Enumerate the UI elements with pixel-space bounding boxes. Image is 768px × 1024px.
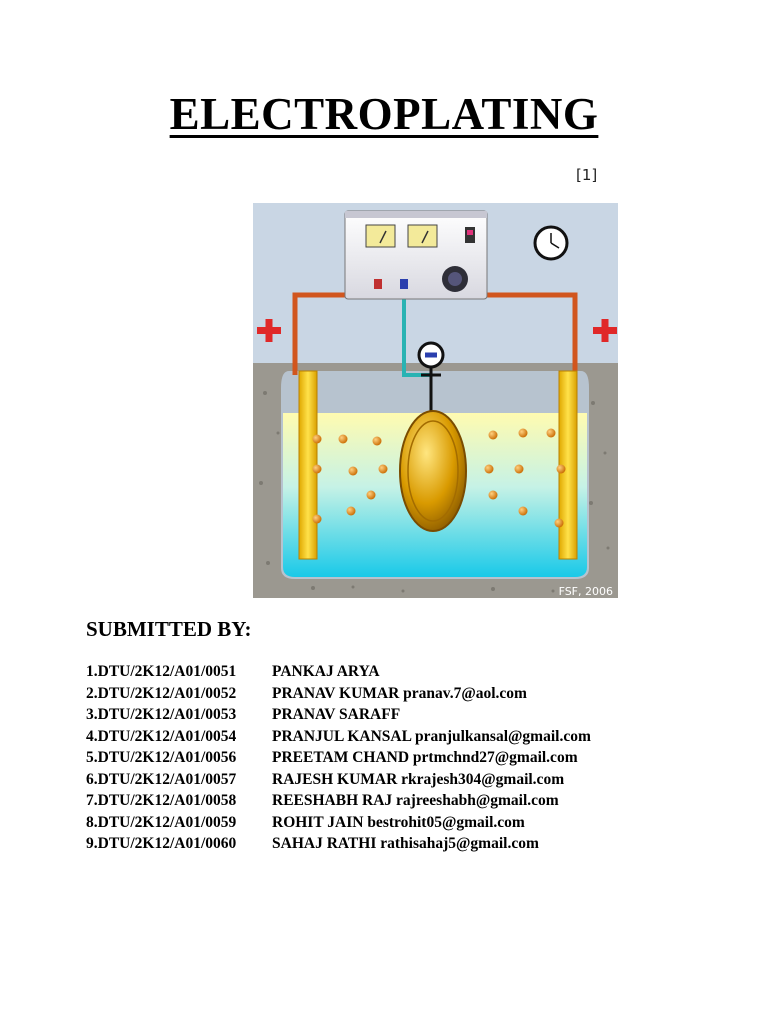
plus-signs <box>257 319 617 342</box>
member-name: PANKAJ ARYA <box>272 663 380 680</box>
right-wire <box>487 292 578 375</box>
power-supply <box>344 210 488 300</box>
member-name: PRANJUL KANSAL pranjulkansal@gmail.com <box>272 727 591 745</box>
electroplating-illustration: FSF, 2006 <box>253 203 618 598</box>
clock-icon <box>533 225 569 261</box>
member-id: 7.DTU/2K12/A01/0058 <box>86 792 237 809</box>
member-id: 1.DTU/2K12/A01/0051 <box>86 663 237 680</box>
member-name: PRANAV KUMAR pranav.7@aol.com <box>272 684 527 702</box>
figure-credit: FSF, 2006 <box>559 585 613 598</box>
member-name: RAJESH KUMAR rkrajesh304@gmail.com <box>272 770 565 788</box>
member-id: 5.DTU/2K12/A01/0056 <box>86 749 237 766</box>
member-name: SAHAJ RATHI rathisahaj5@gmail.com <box>272 835 539 852</box>
member-name: REESHABH RAJ rajreeshabh@gmail.com <box>272 792 559 809</box>
member-id: 8.DTU/2K12/A01/0059 <box>86 813 237 831</box>
coin-cathode <box>399 410 467 532</box>
member-id: 6.DTU/2K12/A01/0057 <box>86 770 237 788</box>
left-anode <box>298 370 318 560</box>
reference-marker: [1] <box>576 166 598 184</box>
member-name: PRANAV SARAFF <box>272 706 401 723</box>
member-name: ROHIT JAIN bestrohit05@gmail.com <box>272 813 525 831</box>
document-title: ELECTROPLATING <box>0 88 768 140</box>
member-name: PREETAM CHAND prtmchnd27@gmail.com <box>272 749 578 766</box>
submitted-by-heading: SUBMITTED BY: <box>86 617 252 641</box>
document-title-text: ELECTROPLATING <box>169 89 599 139</box>
member-id: 4.DTU/2K12/A01/0054 <box>86 727 237 745</box>
member-id: 9.DTU/2K12/A01/0060 <box>86 835 237 852</box>
member-id: 2.DTU/2K12/A01/0052 <box>86 684 237 702</box>
member-id: 3.DTU/2K12/A01/0053 <box>86 706 237 723</box>
metal-ions <box>312 428 566 528</box>
